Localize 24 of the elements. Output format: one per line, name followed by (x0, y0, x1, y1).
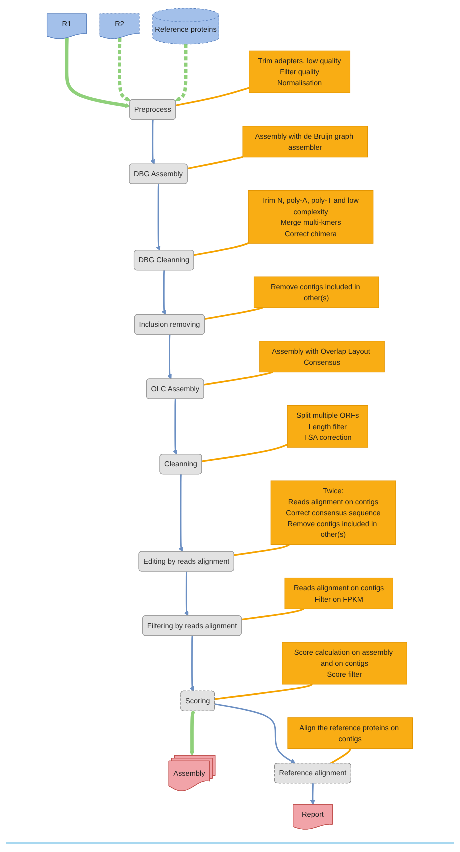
connector (214, 684, 313, 700)
arrow (172, 399, 178, 455)
arrow (178, 474, 184, 552)
arrow (214, 704, 296, 764)
arrow (310, 784, 316, 806)
arrow (162, 270, 166, 316)
connector (188, 156, 244, 170)
connector (202, 444, 288, 462)
connector (204, 307, 264, 320)
arrow (175, 43, 188, 102)
connector (176, 87, 250, 106)
arrow (190, 710, 196, 756)
arrow (156, 184, 161, 251)
connector (242, 608, 304, 621)
arrow (184, 572, 189, 616)
connector (330, 748, 352, 764)
arrow (118, 38, 132, 102)
connector (204, 372, 274, 386)
arrow (65, 38, 130, 108)
connector (234, 544, 290, 556)
arrow (150, 120, 155, 165)
connector (194, 242, 249, 256)
arrow (190, 636, 194, 692)
arrow (167, 334, 172, 380)
